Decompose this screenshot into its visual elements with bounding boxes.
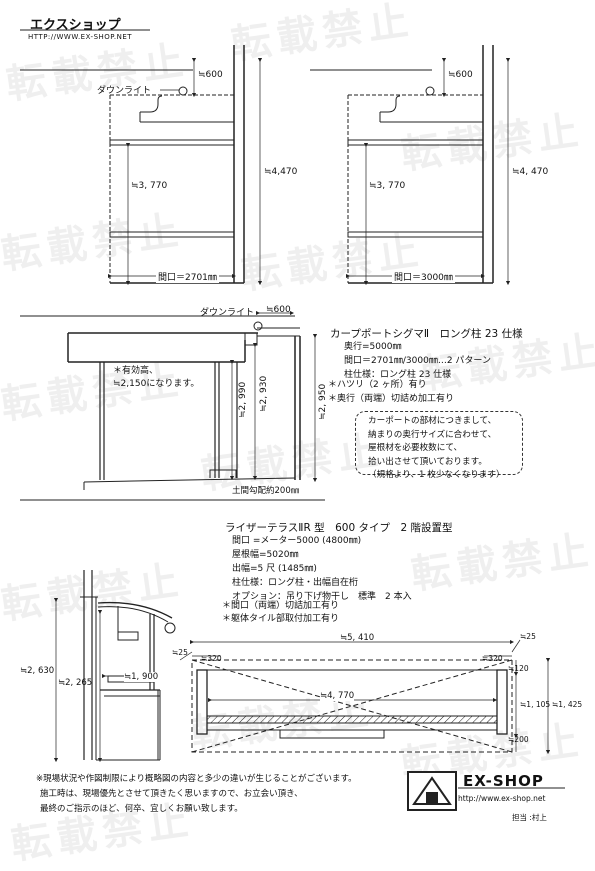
left-height-opening: ≒3, 770 xyxy=(131,181,168,191)
plan-width-total: ≒5, 410 xyxy=(340,633,375,643)
terrace-specs: 間口 =メーター5000 (4800㎜) 屋根幅=5020㎜ 出幅=5 尺 (1… xyxy=(232,536,412,602)
right-height-opening: ≒3, 770 xyxy=(369,181,406,191)
brand-url: http://www.ex-shop.net xyxy=(458,794,546,803)
front-view-left xyxy=(20,45,263,286)
plan-overhang-right: ≒25 xyxy=(520,632,536,641)
right-width-label: 間口＝3000㎜ xyxy=(392,270,455,283)
slope-note: 土間勾配約200㎜ xyxy=(232,486,300,496)
header-rule xyxy=(20,29,150,31)
right-height-total: ≒4, 470 xyxy=(512,167,549,177)
header-url: HTTP://WWW.EX-SHOP.NET xyxy=(28,33,133,41)
terrace-title: ライザーテラスⅡR 型 600 タイプ 2 階設置型 xyxy=(225,522,453,534)
brand-logo xyxy=(407,771,565,811)
side-downlight-label: ダウンライト xyxy=(200,308,255,318)
footer-notes: ※現場状況や作図制限により概略図の内容と多少の違いが生じることがございます。 施… xyxy=(36,774,357,814)
carport-note-box: カーポートの部材につきまして、 納まりの奥行サイズに合わせて、 屋根材を必要枚数… xyxy=(355,411,523,480)
right-height-top: ≒600 xyxy=(448,70,473,80)
effective-height-note: ＊有効高、 ≒2,150になります。 xyxy=(113,366,200,389)
terrace-section-drawing xyxy=(53,570,176,763)
left-height-top: ≒600 xyxy=(198,70,223,80)
carport-title: カープポートシグマⅡ ロング柱 23 仕様 xyxy=(330,328,523,340)
terrace-total-height: ≒2, 630 xyxy=(20,666,55,676)
plan-total: ≒1, 425 xyxy=(552,700,583,709)
front-views-drawing xyxy=(20,45,511,286)
carport-specs: 奥行=5000㎜ 間口＝2701㎜/3000㎜…2 パターン 柱仕様：ロング柱 … xyxy=(344,342,491,380)
plan-bottom: ≒200 xyxy=(508,735,529,744)
plan-mid: ≒1, 105 xyxy=(520,700,551,709)
side-downlight-offset: ≒600 xyxy=(266,305,291,315)
downlight-label: ダウンライト xyxy=(97,86,152,96)
plan-edge-right: ≒320 xyxy=(482,654,503,663)
terrace-plan-drawing xyxy=(179,639,551,755)
terrace-height-b: ≒2, 265 xyxy=(58,678,93,688)
plan-top: ≒120 xyxy=(508,664,529,673)
left-width-label: 間口＝2701㎜ xyxy=(156,270,219,283)
front-view-right xyxy=(310,45,511,286)
terrace-notes: ＊間口（両端）切詰加工有り ＊躯体タイル部取付加工有り xyxy=(222,601,340,624)
carport-notes: ＊ハツリ（2 ヶ所）有り ＊奥行（両端）切詰め加工有り xyxy=(328,380,455,404)
plan-width-inner: ≒4, 770 xyxy=(320,691,355,701)
brand-name: EX-SHOP xyxy=(463,772,544,790)
person-in-charge: 担当 :村上 xyxy=(512,813,547,822)
terrace-depth: ≒1, 900 xyxy=(124,672,159,682)
left-height-total: ≒4,470 xyxy=(264,167,298,177)
plan-edge-left: ≒320 xyxy=(201,654,222,663)
header-title: エクスショップ xyxy=(30,18,121,33)
downlight-leader xyxy=(160,89,179,91)
side-view-drawing xyxy=(20,310,325,501)
plan-overhang-left: ≒25 xyxy=(172,648,188,657)
